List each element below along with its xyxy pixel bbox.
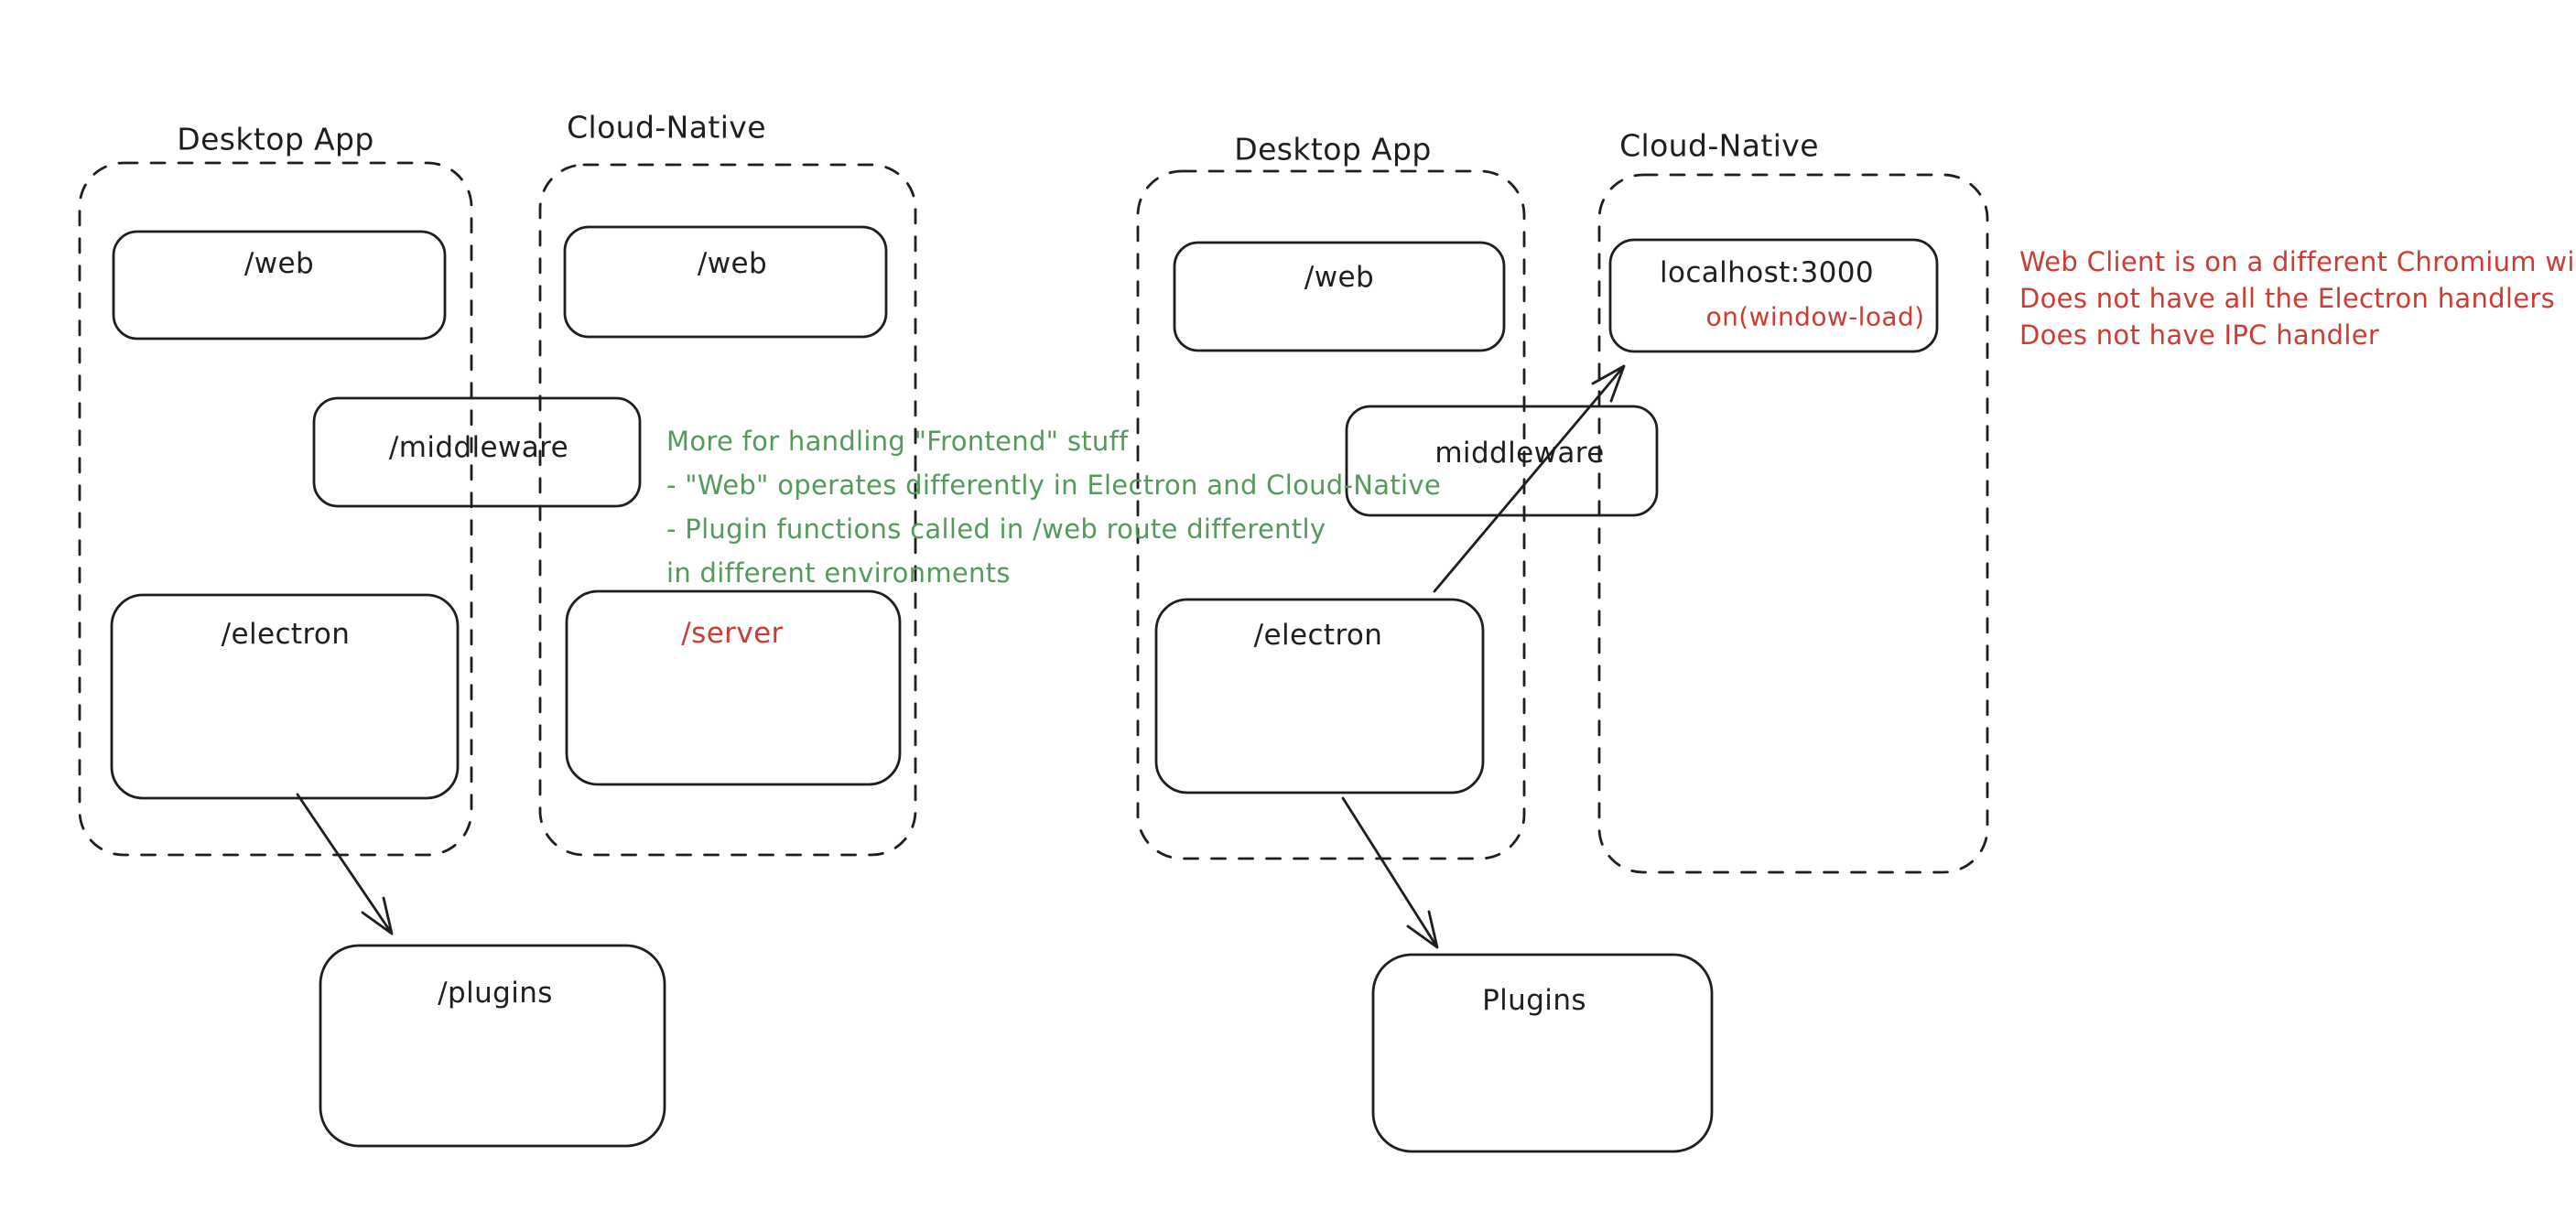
- red-annotation-line: Does not have IPC handler: [2019, 319, 2380, 351]
- left-middleware-label: /middleware: [388, 431, 569, 464]
- left-middleware-box: [312, 396, 642, 508]
- red-annotation-line: Web Client is on a different Chromium wi…: [2019, 246, 2576, 277]
- left-cloud-container-outline: [538, 163, 917, 857]
- localhost-window-load-label: on(window-load): [1705, 301, 1925, 332]
- left-electron-box: [110, 593, 460, 800]
- right-electron-label: /electron: [1253, 619, 1383, 652]
- right-middleware-box: [1345, 405, 1659, 517]
- green-annotation-line: in different environments: [666, 557, 1011, 589]
- left-web-box: [112, 230, 447, 340]
- right-electron-box: [1154, 598, 1485, 794]
- right-plugins-label: Plugins: [1482, 984, 1586, 1017]
- left-cloud-web-label: /web: [697, 247, 768, 280]
- right-electron-to-plugins-arrow: [1341, 796, 1439, 949]
- left-plugins-label: /plugins: [438, 977, 553, 1010]
- red-annotation: Web Client is on a different Chromium wi…: [2019, 243, 2576, 353]
- left-cloud-web-box: [563, 225, 888, 339]
- right-desktop-container-label: Desktop App: [1234, 131, 1432, 168]
- right-middleware-label: middleware: [1434, 437, 1605, 470]
- left-server-label: /server: [681, 617, 784, 650]
- left-plugins-box: [319, 944, 666, 1148]
- localhost-box: [1608, 238, 1939, 353]
- green-annotation-line: More for handling "Frontend" stuff: [666, 426, 1129, 457]
- right-cloud-container-outline: [1597, 173, 1989, 874]
- left-web-label: /web: [244, 247, 315, 280]
- left-electron-label: /electron: [221, 618, 351, 651]
- green-annotation-line: - "Web" operates differently in Electron…: [666, 470, 1441, 501]
- left-cloud-container-label: Cloud-Native: [567, 109, 766, 146]
- left-electron-to-plugins-arrow: [296, 793, 394, 935]
- right-web-label: /web: [1304, 261, 1375, 294]
- localhost-title: localhost:3000: [1659, 256, 1875, 289]
- left-server-box: [565, 589, 902, 786]
- left-desktop-container-outline: [78, 161, 473, 857]
- right-plugins-box: [1371, 953, 1714, 1153]
- green-annotation-line: - Plugin functions called in /web route …: [666, 513, 1326, 545]
- right-electron-to-localhost-arrow: [1433, 364, 1626, 593]
- right-web-box: [1173, 241, 1506, 352]
- right-cloud-container-label: Cloud-Native: [1619, 127, 1819, 164]
- left-desktop-container-label: Desktop App: [177, 121, 374, 157]
- red-annotation-line: Does not have all the Electron handlers: [2019, 283, 2555, 314]
- green-annotation: More for handling "Frontend" stuff - "We…: [666, 419, 1441, 595]
